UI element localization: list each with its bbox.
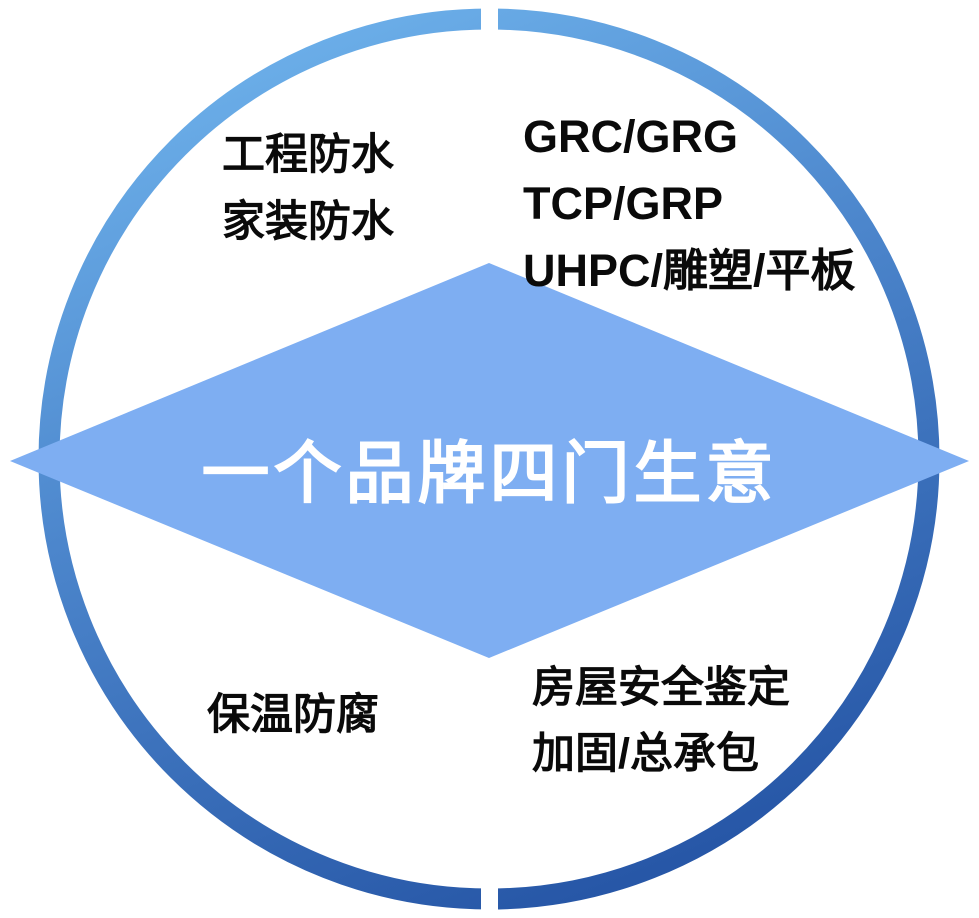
quadrant-top-left-line-2: 家装防水	[222, 198, 394, 246]
quadrant-top-left: 工程防水 家装防水	[222, 122, 394, 256]
quadrant-bottom-left-line-1: 保温防腐	[207, 691, 379, 739]
center-banner-title: 一个品牌四门生意	[201, 436, 778, 512]
quadrant-bottom-right: 房屋安全鉴定 加固/总承包	[532, 655, 790, 787]
quadrant-top-right-line-1: GRC/GRG	[523, 111, 739, 162]
quadrant-top-right: GRC/GRG TCP/GRP UHPC/雕塑/平板	[523, 103, 856, 304]
quadrant-bottom-right-line-1: 房屋安全鉴定	[532, 664, 790, 712]
quadrant-top-left-line-1: 工程防水	[222, 131, 394, 179]
quadrant-top-right-line-2: TCP/GRP	[523, 178, 724, 229]
center-diamond	[10, 263, 969, 658]
quadrant-bottom-left: 保温防腐	[207, 682, 379, 749]
quadrant-bottom-right-line-2: 加固/总承包	[532, 730, 759, 778]
quadrant-top-right-line-3: UHPC/雕塑/平板	[523, 245, 856, 296]
